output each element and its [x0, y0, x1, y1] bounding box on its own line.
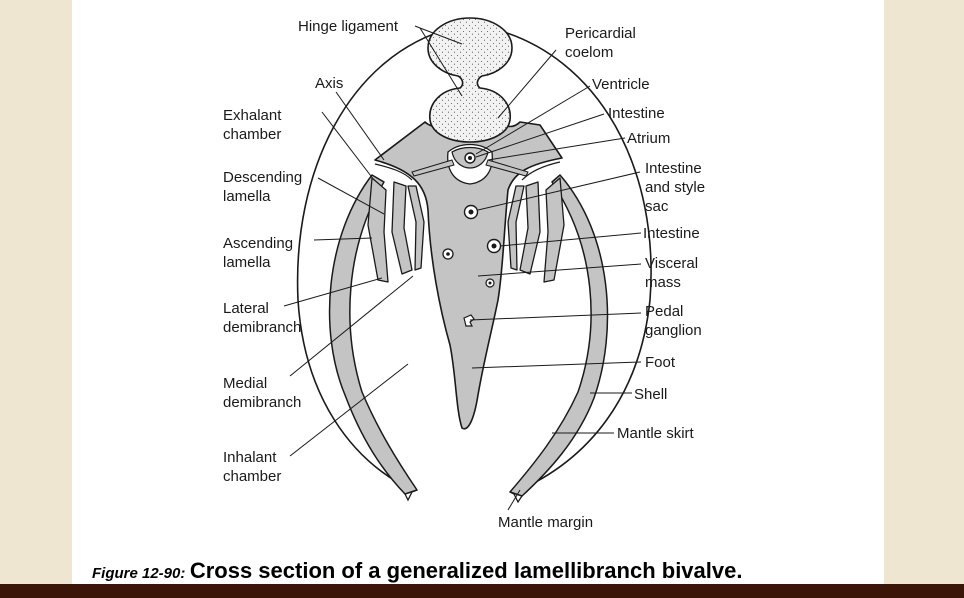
bivalve-cross-section-diagram: Hinge ligament Axis Exhalant chamber Des… — [223, 17, 705, 531]
label-inhalant-chamber-2: chamber — [223, 468, 281, 485]
figure-caption-text: Cross section of a generalized lamellibr… — [189, 558, 743, 583]
label-axis: Axis — [315, 75, 343, 92]
intestine-loop-left — [442, 248, 454, 260]
figure-caption: Figure 12-90: Cross section of a general… — [92, 558, 742, 584]
label-ascending-lamella-1: Ascending — [223, 235, 293, 252]
mantle-margin-right — [509, 491, 523, 504]
label-hinge-ligament: Hinge ligament — [298, 18, 399, 35]
label-intestine-style-sac-3: sac — [645, 198, 669, 215]
atrium-left — [411, 159, 455, 177]
label-visceral-mass-1: Visceral — [645, 255, 698, 272]
label-medial-demibranch-2: demibranch — [223, 394, 301, 411]
label-descending-lamella-2: lamella — [223, 188, 271, 205]
visceral-mass-and-foot — [374, 119, 563, 430]
label-pericardial-coelom-1: Pericardial — [565, 25, 636, 42]
pedal-ganglion — [463, 314, 475, 327]
label-lateral-demibranch-1: Lateral — [223, 300, 269, 317]
label-exhalant-chamber-2: chamber — [223, 126, 281, 143]
label-intestine-upper: Intestine — [608, 105, 665, 122]
figure-number: Figure 12-90: — [92, 565, 186, 582]
label-pedal-ganglion-1: Pedal — [645, 303, 683, 320]
label-atrium: Atrium — [627, 130, 670, 147]
label-visceral-mass-2: mass — [645, 274, 681, 291]
label-foot: Foot — [645, 354, 676, 371]
label-shell: Shell — [634, 386, 667, 403]
label-intestine-middle: Intestine — [643, 225, 700, 242]
label-intestine-style-sac-1: Intestine — [645, 160, 702, 177]
gill-axis-left — [374, 163, 413, 181]
label-intestine-style-sac-2: and style — [645, 179, 705, 196]
label-pedal-ganglion-2: ganglion — [645, 322, 702, 339]
label-pericardial-coelom-2: coelom — [565, 44, 613, 61]
label-ventricle: Ventricle — [592, 76, 650, 93]
label-ascending-lamella-2: lamella — [223, 254, 271, 271]
hinge-ligament — [427, 17, 513, 143]
intestine-and-style-sac — [463, 204, 479, 220]
label-inhalant-chamber-1: Inhalant — [223, 449, 277, 466]
leader-lines — [283, 25, 642, 511]
mantle-skirt-left — [328, 174, 418, 495]
intestine-loop-lower — [485, 278, 495, 288]
mantle-margin-left — [404, 489, 418, 502]
label-medial-demibranch-1: Medial — [223, 375, 267, 392]
label-mantle-margin: Mantle margin — [498, 514, 593, 531]
label-exhalant-chamber-1: Exhalant — [223, 107, 282, 124]
gill-left — [367, 177, 425, 283]
label-lateral-demibranch-2: demibranch — [223, 319, 301, 336]
bottom-bar — [0, 584, 964, 598]
label-descending-lamella-1: Descending — [223, 169, 302, 186]
gill-right — [507, 177, 565, 283]
gill-axis-right — [521, 161, 561, 181]
atrium-right — [485, 159, 529, 177]
intestine-loop-right — [486, 238, 502, 254]
label-mantle-skirt: Mantle skirt — [617, 425, 695, 442]
